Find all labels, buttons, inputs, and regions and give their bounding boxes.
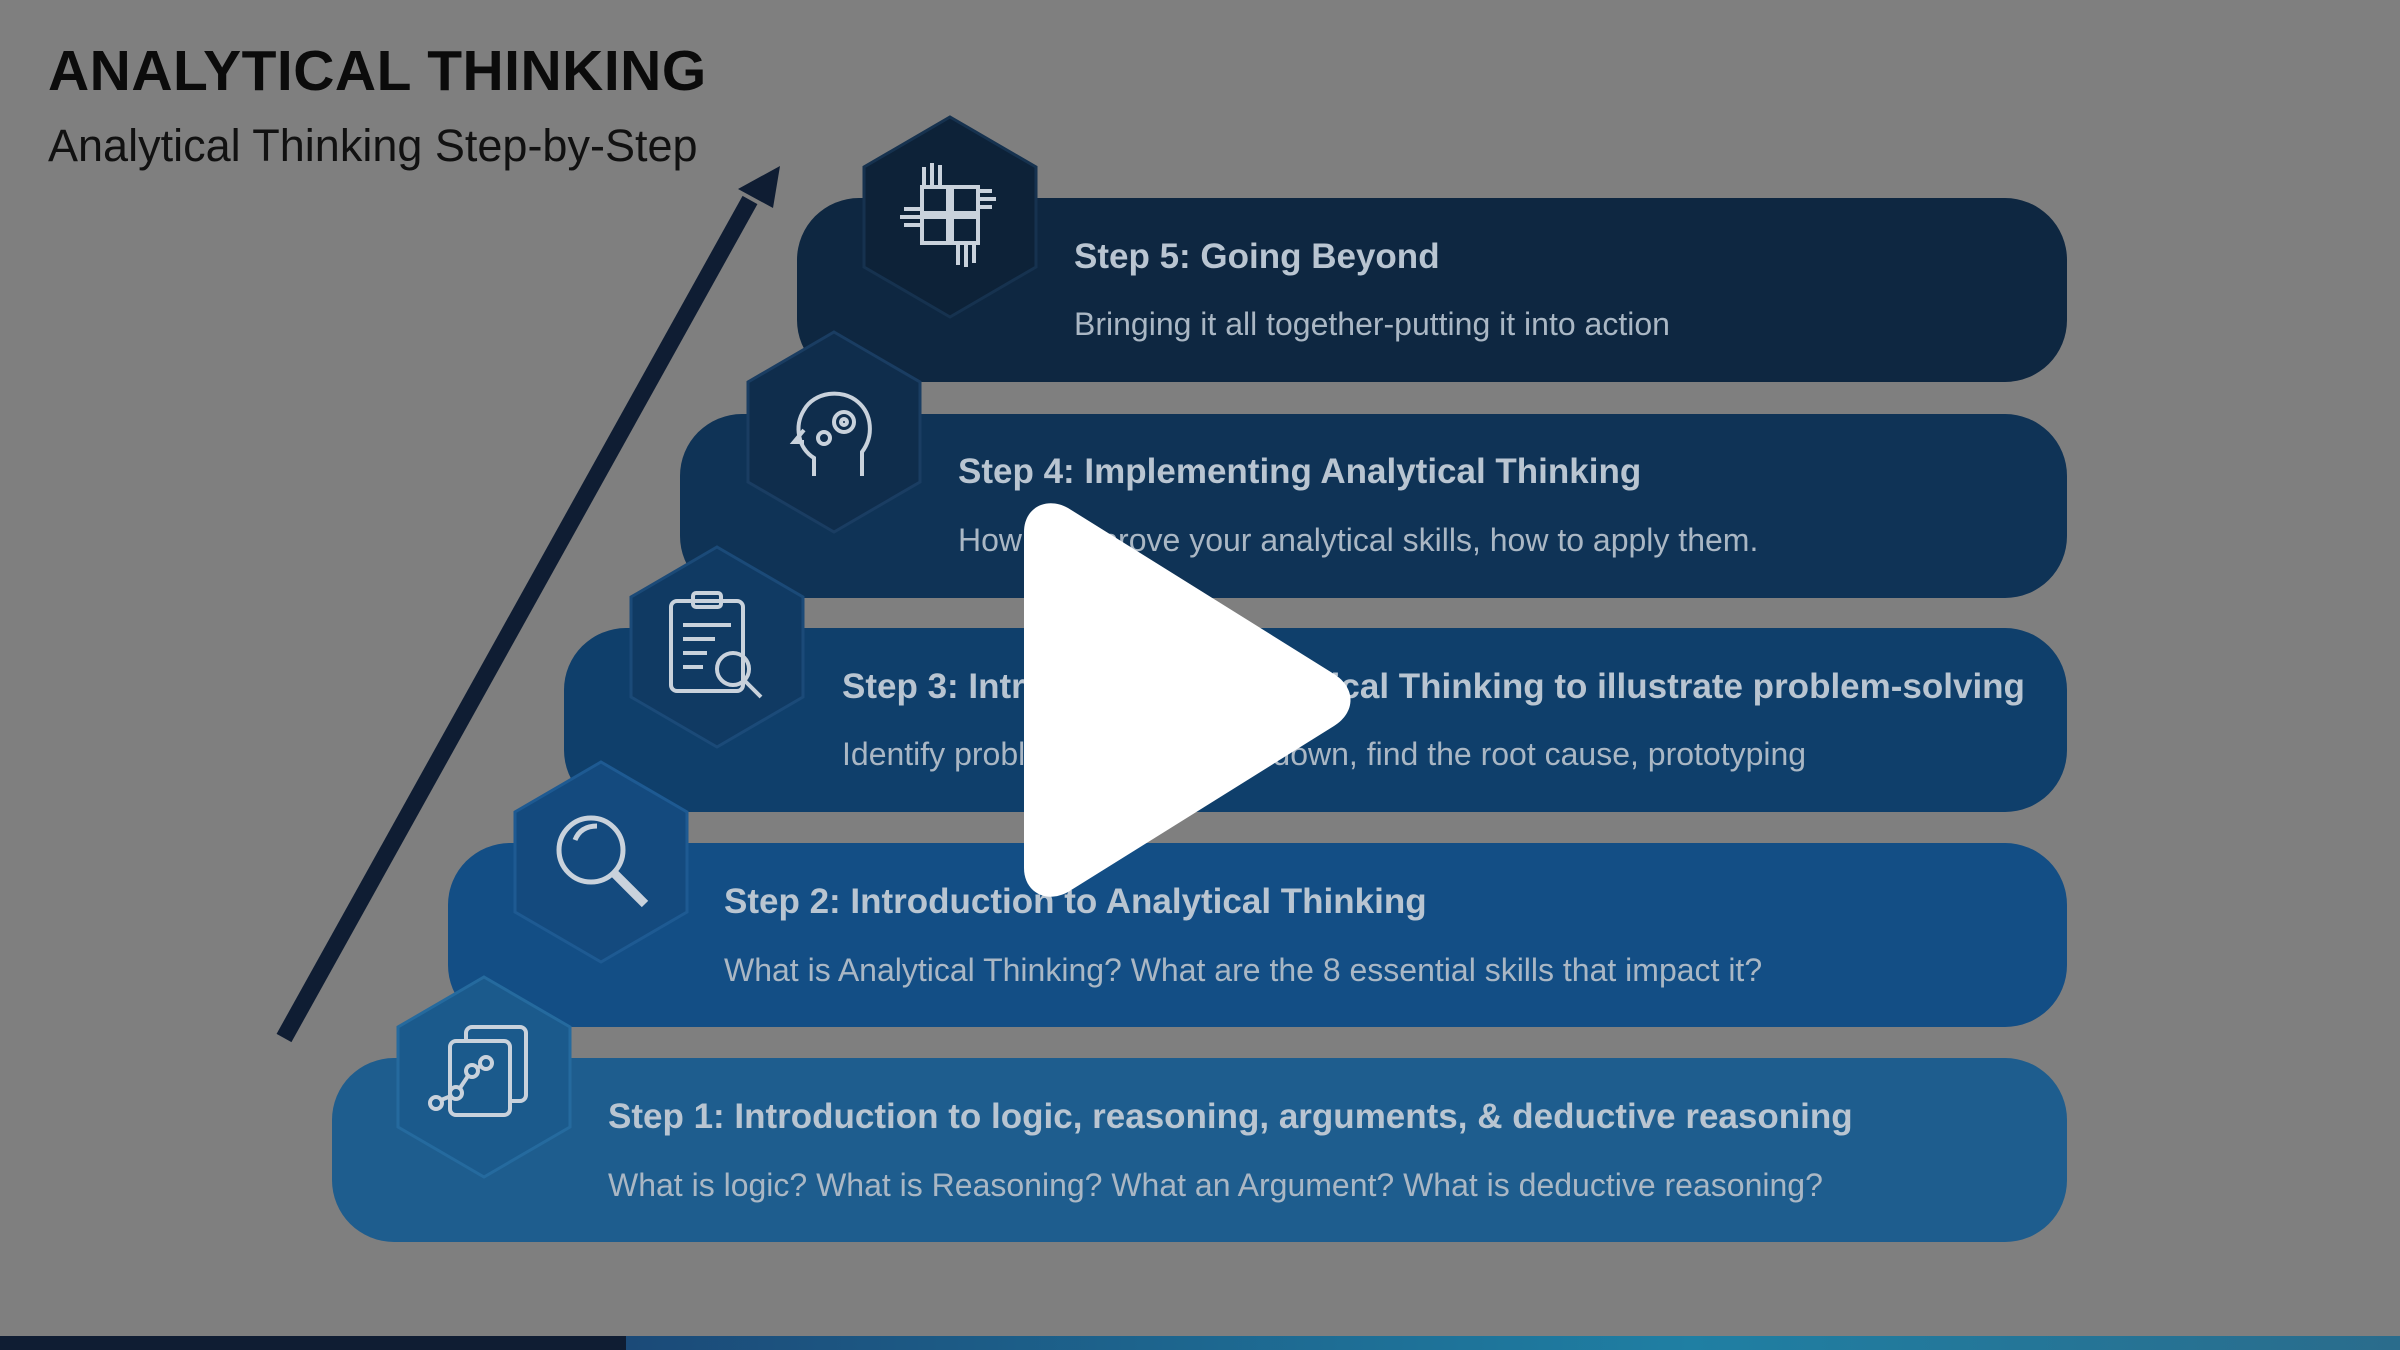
magnifier-icon [556,815,649,908]
slide-title: ANALYTICAL THINKING [48,39,707,103]
teamwork-hands-icon [900,163,996,267]
step-1-bar [332,1058,2067,1242]
step-3-hexagon [629,545,805,749]
step-2-hexagon [513,760,689,964]
head-gears-icon [789,391,872,476]
step-5-hexagon [862,115,1038,319]
video-play-button[interactable] [994,500,1364,905]
step-1-description: What is logic? What is Reasoning? What a… [608,1167,1823,1203]
step-2-bar [448,843,2067,1027]
step-1-title: Step 1: Introduction to logic, reasoning… [608,1097,1853,1136]
clipboard-search-icon [669,591,763,699]
step-2-description: What is Analytical Thinking? What are th… [724,952,1763,988]
step-4-title: Step 4: Implementing Analytical Thinking [958,452,1642,491]
documents-chart-icon [428,1025,528,1117]
step-5-title: Step 5: Going Beyond [1074,237,1440,276]
slide-footer-strip [0,1336,2400,1350]
step-2-title: Step 2: Introduction to Analytical Think… [724,882,1427,921]
step-3-description: Identify problems, break them down, find… [842,736,1807,772]
step-1-hexagon [396,975,572,1179]
slide-subtitle: Analytical Thinking Step-by-Step [48,120,698,171]
step-5-description: Bringing it all together-putting it into… [1074,306,1670,342]
play-icon [1024,503,1351,897]
step-4-hexagon [746,330,922,534]
